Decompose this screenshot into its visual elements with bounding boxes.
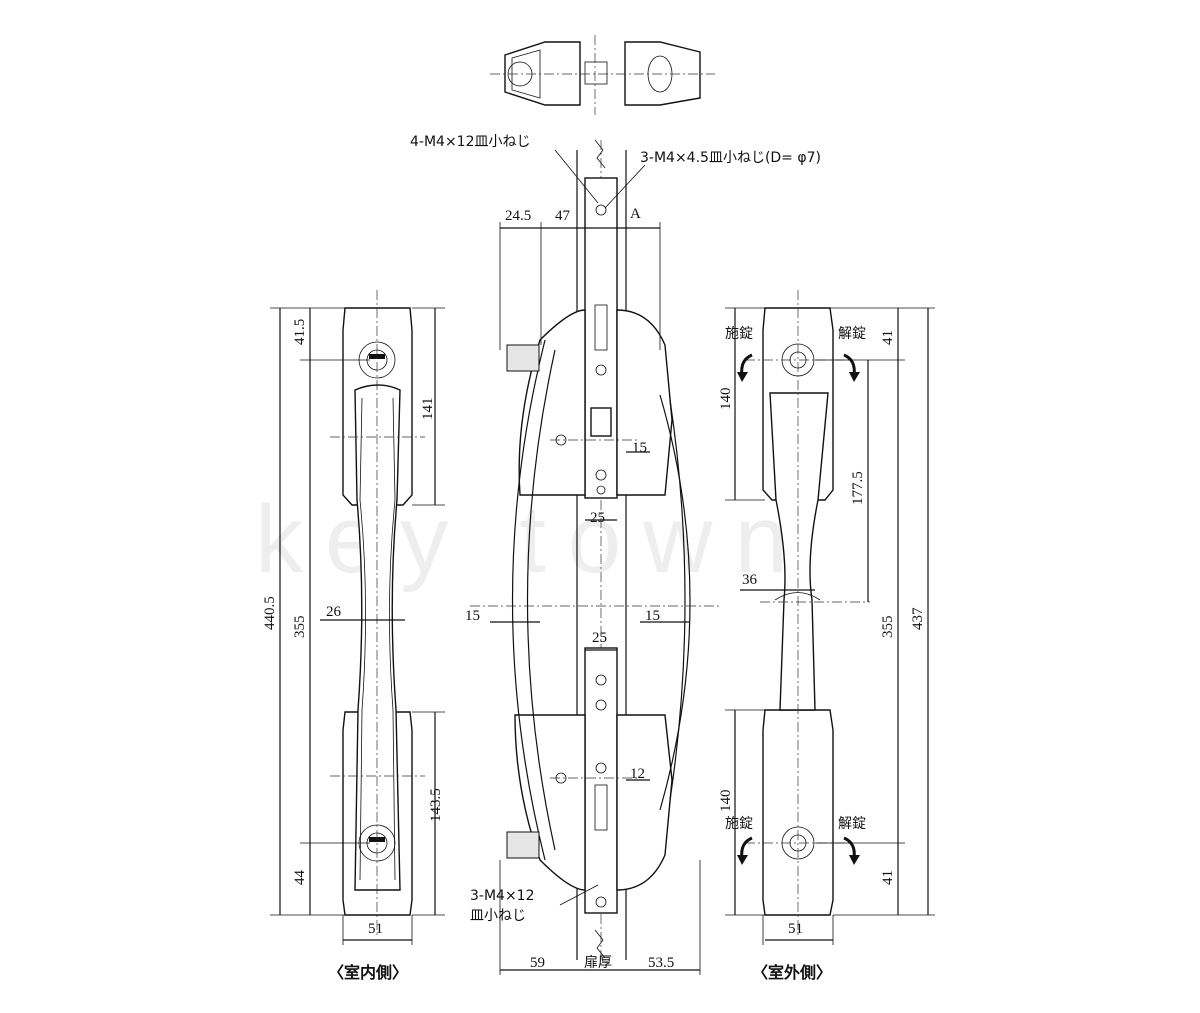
dim-51-left: 51 bbox=[368, 921, 383, 937]
dim-437: 437 bbox=[910, 607, 926, 630]
dim-140-top: 140 bbox=[718, 388, 734, 411]
dim-44: 44 bbox=[292, 870, 308, 886]
label-lock-bottom: 施錠 bbox=[725, 816, 753, 832]
label-countersunk-screw: 皿小ねじ bbox=[470, 908, 526, 924]
dim-143-5: 143.5 bbox=[428, 788, 444, 822]
label-3-m4x4-5-screws: 3-M4×4.5皿小ねじ(D= φ7) bbox=[640, 150, 821, 166]
dim-177-5: 177.5 bbox=[850, 471, 866, 505]
label-point-a: A bbox=[630, 206, 641, 222]
dim-15-left: 15 bbox=[465, 608, 480, 624]
label-lock-top: 施錠 bbox=[725, 326, 753, 342]
dim-12: 12 bbox=[630, 766, 645, 782]
side-section-view bbox=[470, 139, 720, 975]
watermark-text: key town bbox=[255, 486, 810, 593]
dim-15-right: 15 bbox=[645, 608, 660, 624]
label-unlock-bottom: 解錠 bbox=[838, 816, 866, 832]
dim-47: 47 bbox=[555, 208, 571, 224]
dim-41-5: 41.5 bbox=[292, 319, 308, 345]
dim-24-5: 24.5 bbox=[505, 208, 531, 224]
indoor-caption: 〈室内側〉 bbox=[328, 963, 408, 982]
dim-25-lower: 25 bbox=[592, 630, 607, 646]
dim-51-right: 51 bbox=[788, 921, 803, 937]
outdoor-side-view bbox=[725, 290, 935, 945]
label-4-m4x12-screws: 4-M4×12皿小ねじ bbox=[410, 134, 531, 150]
indoor-side-view bbox=[270, 290, 445, 945]
dim-355-right: 355 bbox=[880, 616, 896, 639]
dim-440-5: 440.5 bbox=[262, 596, 278, 630]
dim-36: 36 bbox=[742, 572, 758, 588]
dim-15-upper: 15 bbox=[632, 440, 647, 456]
dim-141: 141 bbox=[420, 398, 436, 421]
top-plan-view bbox=[490, 35, 715, 115]
label-3-m4x12: 3-M4×12 bbox=[470, 888, 535, 904]
dim-door-thickness: 扉厚 bbox=[584, 955, 612, 971]
dim-53-5: 53.5 bbox=[648, 955, 674, 971]
dim-41-top: 41 bbox=[880, 330, 896, 345]
dim-26: 26 bbox=[326, 604, 342, 620]
outdoor-caption: 〈室外側〉 bbox=[752, 963, 832, 982]
dim-355-left: 355 bbox=[292, 616, 308, 639]
dim-41-bottom: 41 bbox=[880, 870, 896, 885]
dim-59: 59 bbox=[530, 955, 545, 971]
dim-25-upper: 25 bbox=[590, 510, 605, 526]
label-unlock-top: 解錠 bbox=[838, 326, 866, 342]
dim-140-bottom: 140 bbox=[718, 790, 734, 813]
